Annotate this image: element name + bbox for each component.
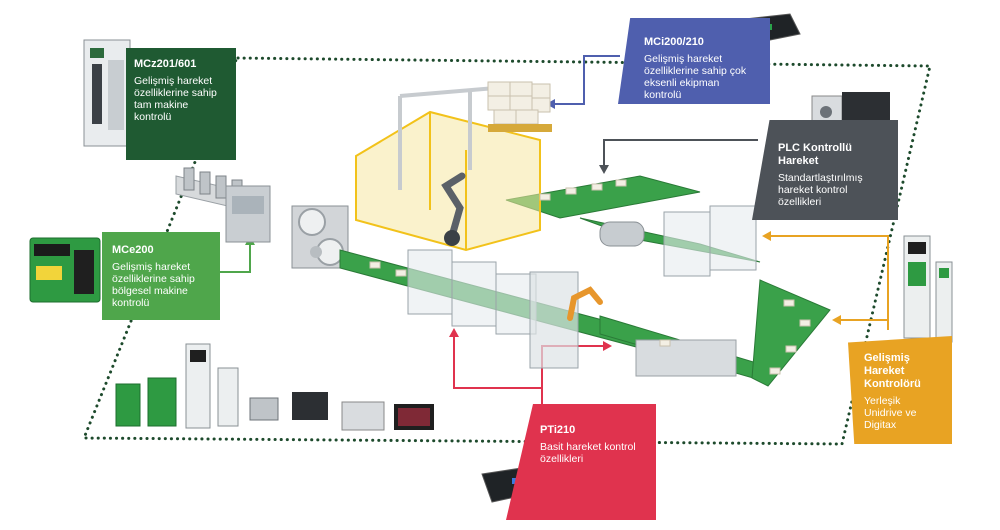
panel-mce-title: MCe200 — [112, 244, 154, 256]
panel-plc-controlled-motion: PLC Kontrollü Hareket Standartlaştırılmı… — [752, 120, 898, 220]
pick-robot — [567, 286, 603, 321]
arrow-pti-1 — [453, 334, 543, 406]
connector-arrows — [220, 55, 889, 406]
panel-pti-body: Basit hareket kontrol özellikleri — [540, 441, 636, 465]
turntable — [599, 221, 645, 247]
panel-mce200: MCe200 Gelişmiş hareket özelliklerine sa… — [102, 232, 220, 320]
arrow-mci — [552, 55, 620, 105]
panel-mci200-210: MCi200/210 Gelişmiş hareket özelliklerin… — [618, 18, 770, 104]
arrow-mce — [220, 242, 251, 273]
wrapping-machine-window — [232, 196, 264, 214]
reel-1 — [298, 208, 326, 236]
arrowhead-pti-2 — [603, 341, 612, 351]
right-return-conveyor — [751, 279, 831, 387]
panel-mcz-body: Gelişmiş hareket özelliklerine sahip tam… — [134, 75, 217, 123]
panel-mci-title: MCi200/210 — [644, 36, 704, 48]
glass-station-right — [663, 205, 757, 277]
robot-base — [444, 230, 460, 246]
pallet-base — [488, 124, 552, 132]
mcz-device-icon — [83, 39, 131, 147]
panel-mce-body: Gelişmiş hareket özelliklerine sahip böl… — [112, 261, 195, 309]
conveyor-products — [369, 179, 811, 375]
packing-cabinet — [635, 339, 737, 377]
pallet-stack — [487, 81, 551, 125]
panel-gel-title: Gelişmiş Hareket Kontrolörü — [864, 352, 921, 390]
arrow-plc — [603, 139, 758, 168]
production-line — [175, 81, 831, 387]
panel-advanced-motion-controller: Gelişmiş Hareket Kontrolörü Yerleşik Uni… — [848, 336, 952, 444]
panel-gel-body: Yerleşik Unidrive ve Digitax — [864, 395, 917, 431]
arrowhead-gel-1 — [762, 231, 771, 241]
panel-plc-body: Standartlaştırılmış hareket kontrol özel… — [778, 172, 863, 208]
arrow-gel-1 — [768, 235, 889, 330]
arrowhead-gel-2 — [832, 315, 841, 325]
panel-mcz-title: MCz201/601 — [134, 58, 197, 70]
mce-device-icon — [29, 237, 101, 303]
drive-device-icon — [903, 235, 953, 343]
arrowhead-plc — [599, 165, 609, 174]
panel-mcz201-601: MCz201/601 Gelişmiş hareket özelliklerin… — [126, 48, 236, 160]
glass-station-center — [407, 249, 537, 335]
panel-mci-body: Gelişmiş hareket özelliklerine sahip çok… — [644, 53, 747, 101]
product-range-row — [115, 343, 434, 431]
reel-3 — [310, 246, 322, 258]
panel-pti-title: PTi210 — [540, 424, 576, 436]
arrowhead-pti-1 — [449, 328, 459, 337]
network-boundary — [81, 56, 932, 446]
panel-pti210: PTi210 Basit hareket kontrol özellikleri — [506, 404, 656, 520]
panel-plc-title: PLC Kontrollü Hareket — [778, 142, 852, 167]
robot-arm — [441, 172, 466, 240]
